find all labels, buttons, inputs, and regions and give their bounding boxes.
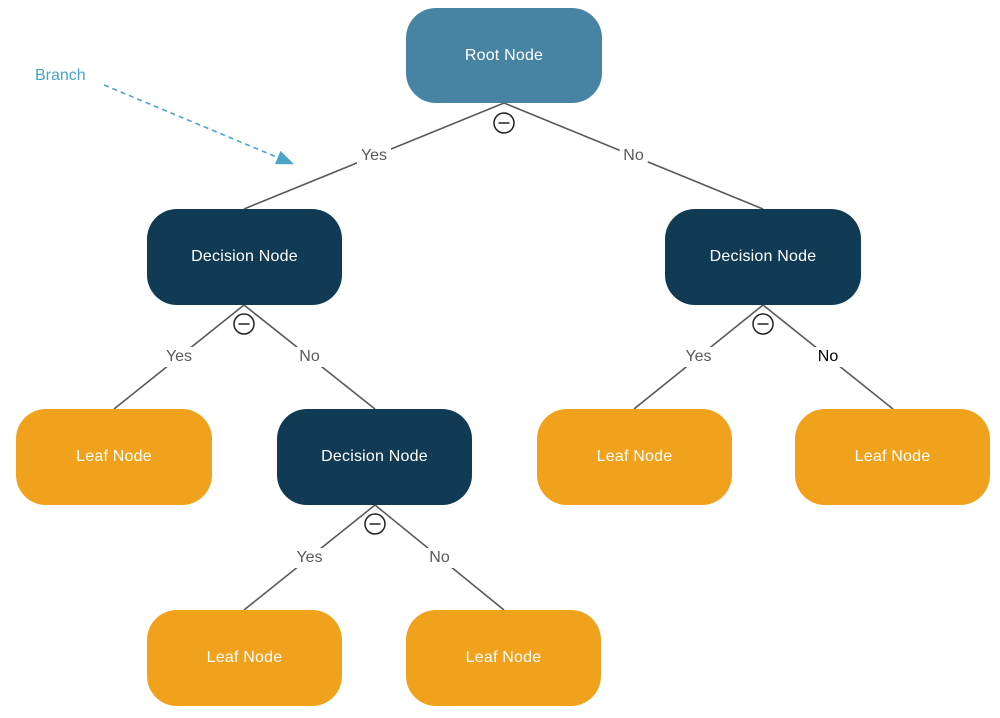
edge-label-yes: Yes xyxy=(161,347,197,367)
branch-annotation-arrow xyxy=(103,84,294,165)
node-leaf-far-left[interactable]: Leaf Node xyxy=(16,409,212,505)
edge-label-yes: Yes xyxy=(681,347,716,367)
node-leaf-far-right[interactable]: Leaf Node xyxy=(795,409,990,505)
collapse-minus-icon[interactable] xyxy=(364,513,386,535)
edge-label-yes: Yes xyxy=(292,547,327,568)
node-leaf-bottom-left[interactable]: Leaf Node xyxy=(147,610,342,706)
node-decision-right[interactable]: Decision Node xyxy=(665,209,861,305)
edge-label-yes: Yes xyxy=(356,146,392,166)
node-decision-middle[interactable]: Decision Node xyxy=(277,409,472,505)
edge-label-no: No xyxy=(619,146,648,166)
node-root[interactable]: Root Node xyxy=(406,8,602,103)
edge-label-no: No xyxy=(425,547,454,568)
edge-label-no: No xyxy=(813,347,843,367)
edge-label-no: No xyxy=(295,347,324,367)
collapse-minus-icon[interactable] xyxy=(752,313,774,335)
collapse-minus-icon[interactable] xyxy=(233,313,255,335)
collapse-minus-icon[interactable] xyxy=(493,112,515,134)
node-decision-left[interactable]: Decision Node xyxy=(147,209,342,305)
node-leaf-mid-right[interactable]: Leaf Node xyxy=(537,409,732,505)
node-leaf-bottom-right[interactable]: Leaf Node xyxy=(406,610,601,706)
branch-annotation-label: Branch xyxy=(35,67,86,84)
